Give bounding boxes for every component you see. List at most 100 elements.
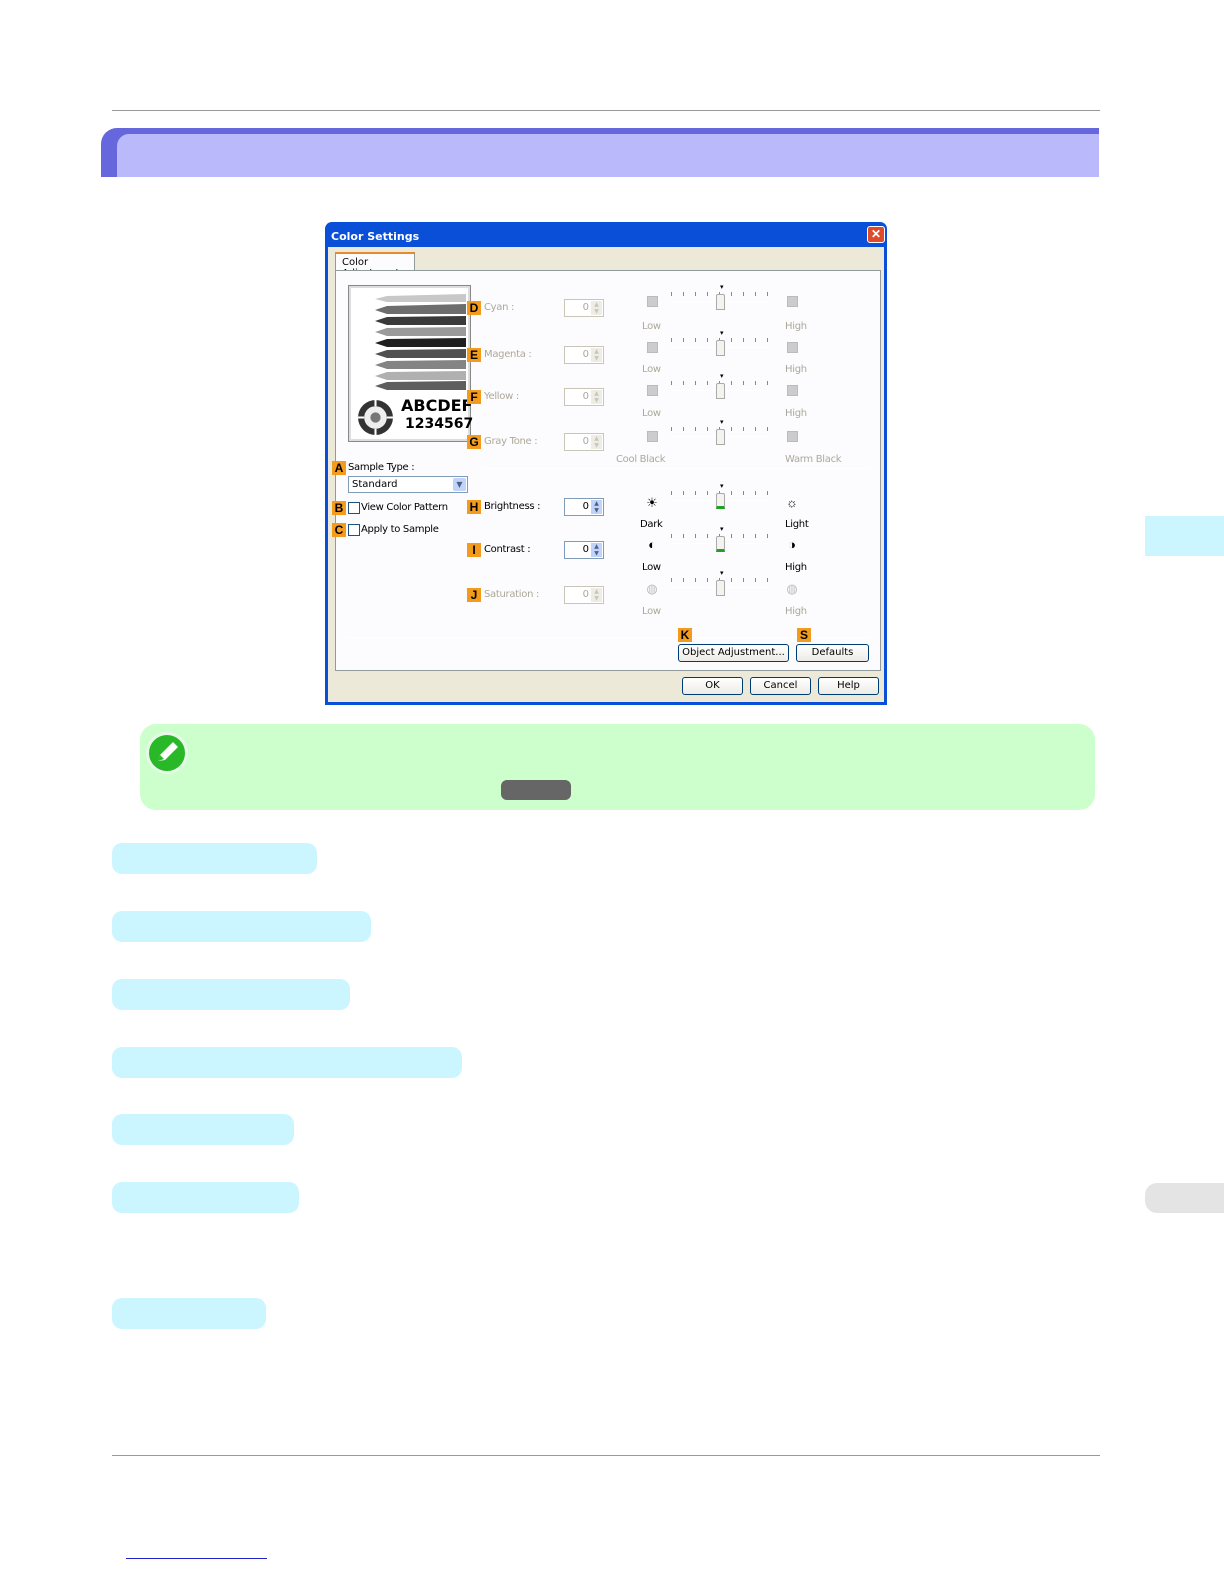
spin-up-icon[interactable]: ▲	[591, 543, 602, 550]
ok-button[interactable]: OK	[682, 677, 743, 695]
spin-up-icon[interactable]: ▲	[591, 301, 602, 308]
badge-k: K	[678, 628, 692, 642]
gray-tone-slider[interactable]: ▾	[671, 419, 771, 449]
color-wheel-icon	[358, 400, 393, 435]
brightness-spinner[interactable]: 0▲▼	[564, 498, 604, 516]
saturation-high-icon: ◍	[786, 581, 798, 596]
brightness-slider[interactable]: ▾	[671, 483, 771, 513]
sun-light-icon: ☼	[786, 495, 798, 510]
contrast-low-label: Low	[642, 562, 661, 573]
spin-up-icon[interactable]: ▲	[591, 588, 602, 595]
section-banner-fill	[117, 134, 1099, 177]
sample-type-value: Standard	[352, 479, 398, 490]
saturation-value: 0	[582, 589, 589, 600]
yellow-slider[interactable]: ▾	[671, 373, 771, 403]
cool-black-swatch	[647, 431, 658, 442]
cyan-value: 0	[582, 302, 589, 313]
yellow-high-label: High	[785, 408, 807, 419]
contrast-label: Contrast :	[484, 544, 531, 555]
dropdown-arrow-icon[interactable]: ▼	[453, 478, 466, 491]
badge-e: E	[467, 348, 481, 362]
view-color-pattern-checkbox[interactable]	[348, 502, 360, 514]
spin-up-icon[interactable]: ▲	[591, 435, 602, 442]
spin-down-icon[interactable]: ▼	[591, 550, 602, 557]
yellow-label: Yellow :	[484, 391, 519, 402]
defaults-button[interactable]: Defaults	[796, 644, 869, 662]
cool-black-label: Cool Black	[616, 454, 666, 465]
brightness-value: 0	[582, 501, 589, 512]
dark-label: Dark	[640, 519, 663, 530]
saturation-slider[interactable]: ▾	[671, 570, 771, 600]
note-box	[140, 724, 1095, 810]
badge-g: G	[467, 435, 481, 449]
spin-down-icon[interactable]: ▼	[591, 355, 602, 362]
badge-f: F	[467, 390, 481, 404]
spin-up-icon[interactable]: ▲	[591, 390, 602, 397]
apply-to-sample-label: Apply to Sample	[361, 524, 439, 535]
contrast-high-label: High	[785, 562, 807, 573]
contrast-value: 0	[582, 544, 589, 555]
cyan-spinner[interactable]: 0▲▼	[564, 299, 604, 317]
magenta-low-swatch	[647, 342, 658, 353]
saturation-spinner[interactable]: 0▲▼	[564, 586, 604, 604]
badge-c: C	[332, 523, 346, 537]
warm-black-label: Warm Black	[785, 454, 842, 465]
note-link-button[interactable]	[501, 780, 571, 800]
yellow-spinner[interactable]: 0▲▼	[564, 388, 604, 406]
cyan-low-swatch	[647, 296, 658, 307]
yellow-low-label: Low	[642, 408, 661, 419]
saturation-low-label: Low	[642, 606, 661, 617]
section-pill-7[interactable]	[112, 1298, 266, 1329]
footer-link[interactable]	[126, 1558, 267, 1559]
spin-up-icon[interactable]: ▲	[591, 500, 602, 507]
badge-j: J	[467, 588, 481, 602]
spin-down-icon[interactable]: ▼	[591, 507, 602, 514]
magenta-label: Magenta :	[484, 349, 532, 360]
cyan-slider[interactable]: ▾	[671, 284, 771, 314]
section-pill-1[interactable]	[112, 843, 317, 874]
spin-up-icon[interactable]: ▲	[591, 348, 602, 355]
close-icon[interactable]: ✕	[867, 226, 885, 243]
tab-panel: ABCDEF 1234567 A Sample Type : Standard …	[332, 270, 881, 671]
spin-down-icon[interactable]: ▼	[591, 595, 602, 602]
sample-type-select[interactable]: Standard ▼	[348, 476, 468, 493]
section-pill-4[interactable]	[112, 1047, 462, 1078]
bottom-rule	[112, 1455, 1100, 1456]
section-pill-6[interactable]	[112, 1182, 299, 1213]
magenta-spinner[interactable]: 0▲▼	[564, 346, 604, 364]
section-pill-3[interactable]	[112, 979, 350, 1010]
badge-b: B	[332, 501, 346, 515]
magenta-high-swatch	[787, 342, 798, 353]
top-rule	[112, 110, 1100, 111]
object-adjustment-button[interactable]: Object Adjustment...	[678, 644, 789, 662]
yellow-low-swatch	[647, 385, 658, 396]
section-tab[interactable]	[1145, 1183, 1224, 1213]
magenta-slider[interactable]: ▾	[671, 330, 771, 360]
cancel-button[interactable]: Cancel	[750, 677, 811, 695]
contrast-high-icon: ◑	[788, 537, 796, 552]
apply-to-sample-checkbox[interactable]	[348, 524, 360, 536]
badge-a: A	[332, 461, 346, 475]
magenta-value: 0	[582, 349, 589, 360]
sun-dark-icon: ☀	[646, 495, 658, 510]
badge-s: S	[797, 628, 811, 642]
contrast-slider[interactable]: ▾	[671, 526, 771, 556]
brightness-label: Brightness :	[484, 501, 541, 512]
spin-down-icon[interactable]: ▼	[591, 308, 602, 315]
yellow-value: 0	[582, 391, 589, 402]
section-pill-5[interactable]	[112, 1114, 294, 1145]
spin-down-icon[interactable]: ▼	[591, 397, 602, 404]
cyan-low-label: Low	[642, 321, 661, 332]
pencil-icon	[158, 742, 178, 761]
contrast-spinner[interactable]: 0▲▼	[564, 541, 604, 559]
spin-down-icon[interactable]: ▼	[591, 442, 602, 449]
section-pill-2[interactable]	[112, 911, 371, 942]
contrast-low-icon: ◐	[648, 537, 656, 552]
help-button[interactable]: Help	[818, 677, 879, 695]
tab-color-adjustment[interactable]: Color Adjustment	[335, 252, 415, 279]
badge-i: I	[467, 543, 481, 557]
gray-tone-spinner[interactable]: 0▲▼	[564, 433, 604, 451]
preview-letters: ABCDEF	[401, 396, 473, 415]
badge-d: D	[467, 301, 481, 315]
chapter-tab[interactable]	[1145, 516, 1224, 556]
